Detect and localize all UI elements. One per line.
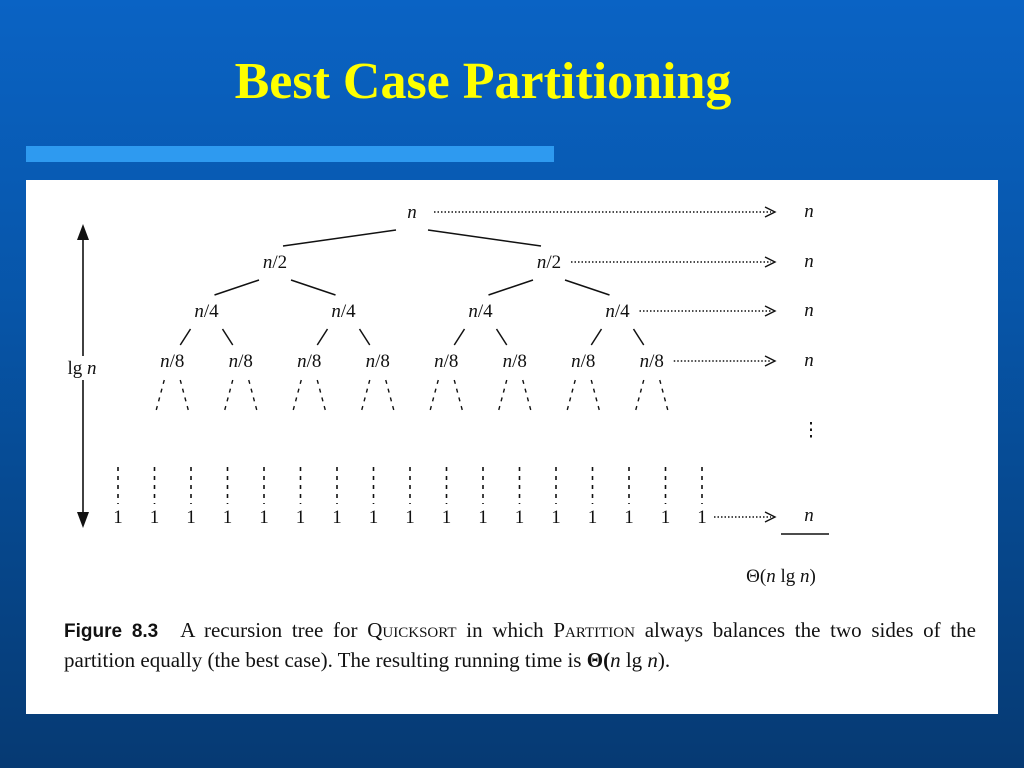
leaf-node: 1 <box>661 507 671 528</box>
tree-edge-stub <box>361 379 371 411</box>
leaf-node: 1 <box>113 507 123 528</box>
tree-edge <box>179 328 192 346</box>
tree-edge <box>214 279 260 296</box>
tree-node: n/8 <box>503 351 527 372</box>
caption-theta: Θ( <box>586 648 611 672</box>
caption-theta-lg: lg <box>620 648 648 672</box>
level-cost: n <box>804 350 814 371</box>
tree-node: n/2 <box>263 252 287 273</box>
cost-arrow-head <box>764 206 777 218</box>
tree-edge-stub <box>248 379 258 411</box>
tree-node: n/8 <box>366 351 390 372</box>
leaf-node: 1 <box>150 507 160 528</box>
figure-caption: Figure 8.3 A recursion tree for Quicksort… <box>64 616 976 675</box>
tree-node: n/4 <box>331 301 356 322</box>
tree-node: n/8 <box>297 351 321 372</box>
caption-theta-n: n <box>610 648 621 672</box>
caption-partition: Partition <box>553 618 635 642</box>
tree-edge-stub <box>179 379 189 411</box>
tree-edge-stub <box>566 379 576 411</box>
height-label: lg n <box>67 358 96 379</box>
level-cost: n <box>804 300 814 321</box>
leaf-node: 1 <box>405 507 415 528</box>
leaf-node: 1 <box>332 507 342 528</box>
tree-node: n/4 <box>194 301 219 322</box>
total-cost: Θ(n lg n) <box>746 566 816 587</box>
height-label-background <box>60 356 106 380</box>
tree-node: n/8 <box>434 351 458 372</box>
cost-arrow-head <box>764 305 777 317</box>
height-axis-arrow-up <box>77 224 89 240</box>
tree-edge <box>632 328 645 346</box>
tree-edge-stub <box>385 379 395 411</box>
tree-node: n/4 <box>605 301 630 322</box>
leaf-node: 1 <box>442 507 452 528</box>
leaf-node: 1 <box>478 507 488 528</box>
caption-theta-end: ). <box>657 648 671 672</box>
caption-text-2: in which <box>456 618 554 642</box>
tree-node: n/2 <box>537 252 561 273</box>
tree-edge <box>564 279 610 296</box>
tree-edge-stub <box>224 379 234 411</box>
tree-edge <box>495 328 508 346</box>
tree-edge-stub <box>635 379 645 411</box>
cost-arrow-head <box>764 256 777 268</box>
tree-edge-stub <box>659 379 669 411</box>
leaf-level-cost: n <box>804 505 814 526</box>
leaf-node: 1 <box>223 507 233 528</box>
tree-edge-stub <box>429 379 439 411</box>
title-accent-bar <box>26 146 554 162</box>
leaf-node: 1 <box>697 507 707 528</box>
ellipsis-cost: ⋮ <box>802 420 821 441</box>
leaf-node: 1 <box>259 507 269 528</box>
caption-theta-n2: n <box>647 648 658 672</box>
tree-edge <box>590 328 603 346</box>
tree-edge-stub <box>155 379 165 411</box>
level-cost: n <box>804 201 814 222</box>
leaf-node: 1 <box>369 507 379 528</box>
leaf-node: 1 <box>515 507 525 528</box>
tree-edge-stub <box>453 379 463 411</box>
caption-text-1: A recursion tree for <box>180 618 368 642</box>
cost-arrow-head <box>764 355 777 367</box>
tree-node: n/8 <box>229 351 253 372</box>
tree-edge-stub <box>590 379 600 411</box>
tree-edge <box>316 328 329 346</box>
tree-edge-stub <box>316 379 326 411</box>
tree-edge <box>427 229 542 247</box>
height-axis-arrow-down <box>77 512 89 528</box>
tree-node: n <box>407 202 417 223</box>
tree-edge <box>221 328 234 346</box>
slide-title: Best Case Partitioning <box>234 53 732 110</box>
leaf-node: 1 <box>296 507 306 528</box>
tree-edge <box>282 229 397 247</box>
recursion-tree-diagram: n n/2 n/2 n/4 n/4 n/4 n/4 n/8 n/8 n/8 n/8 n/8 n/8 n/8… <box>60 201 829 587</box>
tree-edge <box>488 279 534 296</box>
tree-edge-stub <box>292 379 302 411</box>
tree-node: n/8 <box>571 351 595 372</box>
cost-arrow-head <box>764 511 777 523</box>
leaf-node: 1 <box>624 507 634 528</box>
tree-edge <box>453 328 466 346</box>
tree-edge-stub <box>498 379 508 411</box>
tree-node: n/4 <box>468 301 493 322</box>
tree-node: n/8 <box>640 351 664 372</box>
tree-edge <box>358 328 371 346</box>
level-cost: n <box>804 251 814 272</box>
figure-panel: n n/2 n/2 n/4 n/4 n/4 n/4 n/8 n/8 n/8 n/8 n/8 n/8 n/8… <box>26 180 998 714</box>
tree-edge-stub <box>522 379 532 411</box>
caption-text-3: always balances the two sides of the par… <box>64 618 976 672</box>
leaf-node: 1 <box>186 507 196 528</box>
caption-quicksort: Quicksort <box>367 618 457 642</box>
tree-node: n/8 <box>160 351 184 372</box>
leaf-node: 1 <box>551 507 561 528</box>
tree-edge <box>290 279 336 296</box>
figure-label: Figure 8.3 <box>64 621 159 642</box>
leaf-node: 1 <box>588 507 598 528</box>
